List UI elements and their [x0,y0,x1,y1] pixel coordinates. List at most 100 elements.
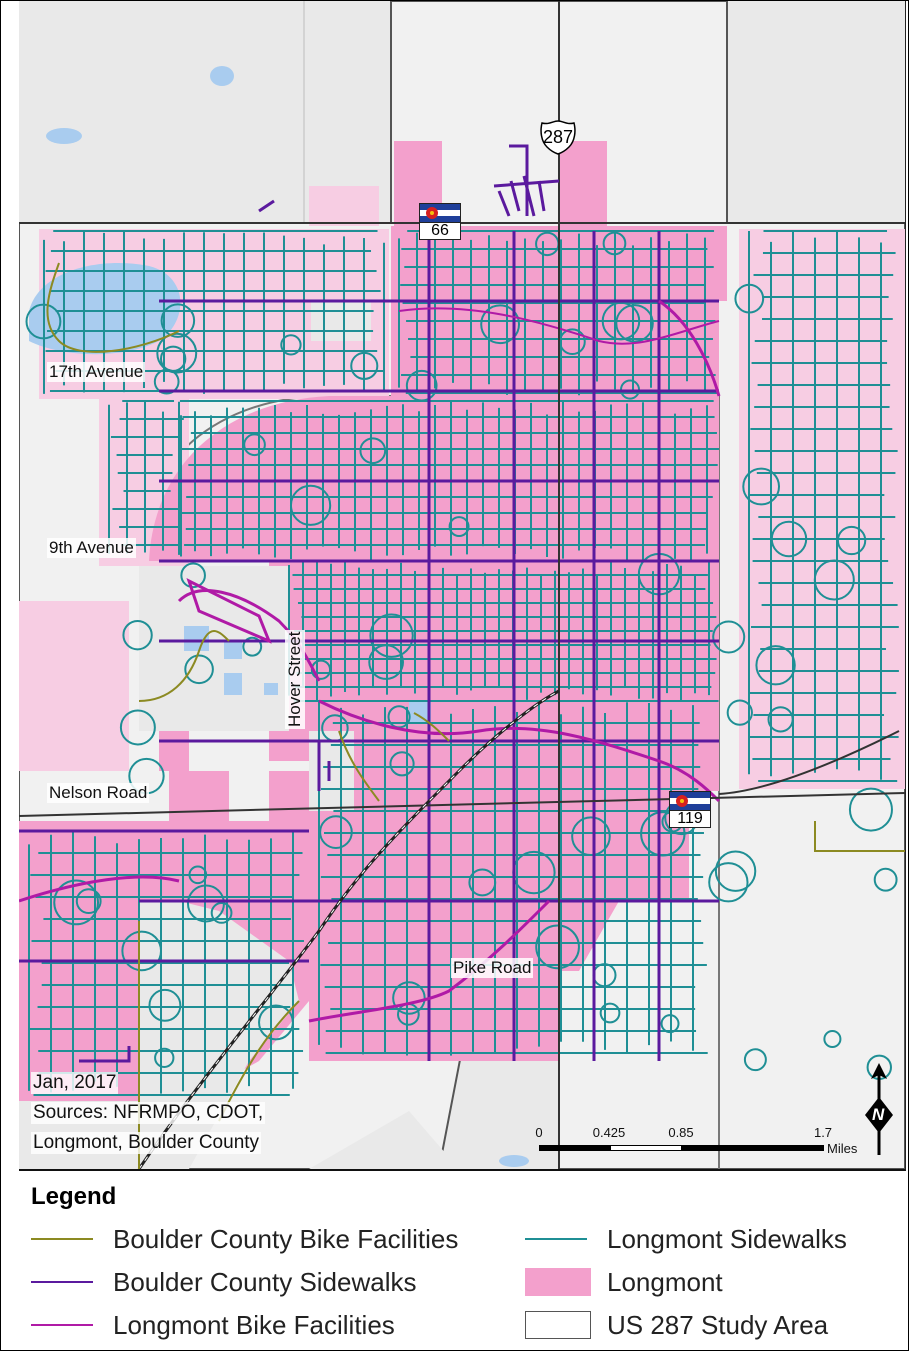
scale-segment-2 [610,1145,682,1151]
legend-symbol [23,1221,101,1257]
sidewalk-loop [599,1002,621,1024]
bike-facility-path [318,699,721,803]
sidewalk-loop [836,525,867,556]
north-arrow-icon [865,1063,893,1155]
legend-item-boulder-bike: Boulder County Bike Facilities [23,1221,458,1257]
sidewalk-loop [873,867,898,892]
us-287-shield: 287 [539,119,577,155]
scale-tick-0: 0 [535,1125,543,1140]
sidewalk-loop [180,562,206,589]
legend-symbol [517,1264,595,1300]
legend-label: Boulder County Sidewalks [113,1266,417,1297]
map-date: Jan, 2017 [31,1072,119,1094]
sidewalk-loop [602,231,627,256]
sidewalk-loop [770,520,808,558]
sidewalk-loop [559,328,586,356]
sidewalk-loop [387,705,411,729]
legend-label: Longmont [607,1266,723,1297]
co-119-number: 119 [669,810,711,828]
bike-facility-path [398,307,720,345]
sidewalk-loop [258,1004,294,1041]
us-287-number: 287 [542,127,574,147]
co-119-shield: 119 [669,791,711,828]
sidewalk-loop [448,516,470,538]
north-arrow: N [861,1063,897,1159]
bike-facility-path [177,589,321,682]
sidewalk-loop [615,304,654,343]
sources-line-1: Sources: NFRMPO, CDOT, [31,1102,266,1124]
boulder-county-sidewalk-lines [79,144,560,1063]
legend-symbol [23,1264,101,1300]
sidewalk-loop [637,552,681,596]
street-label-nelson-road: Nelson Road [47,783,150,803]
sidewalk-loop [75,888,102,915]
sidewalk-loop [405,369,438,402]
sidewalk-loop [848,787,893,832]
sidewalk-loop [119,709,156,746]
sidewalk-loop [280,334,302,356]
street-label-hover-street: Hover Street [285,629,305,729]
street-label-pike-road: Pike Road [451,958,534,978]
us-shield-icon [540,120,576,155]
scale-units: Miles [827,1141,858,1156]
street-label-9th-avenue: 9th Avenue [47,538,136,558]
sidewalk-loop [321,714,349,742]
sidewalk-loop [148,988,182,1022]
scale-tick-17: 1.7 [813,1125,833,1140]
sidewalk-loop [742,467,781,506]
scale-segment-3 [681,1145,824,1151]
sidewalk-loop [184,654,214,685]
scale-bar: 0 0.425 0.85 1.7 Miles [531,1125,857,1161]
legend-item-study-area: US 287 Study Area [517,1307,828,1343]
boulder-county-bike-lines [46,262,905,1169]
sidewalk-loop [188,865,208,885]
sidewalk-loop [468,868,497,897]
north-letter: N [872,1105,885,1124]
sidewalk-loop [368,644,404,680]
sidewalk-loop [726,699,753,726]
sidewalk-loop [708,862,749,903]
sidewalk-loop [813,559,855,601]
sidewalk-loop [242,636,263,657]
sidewalk-loop [712,620,746,654]
sidewalk-loop [53,879,100,926]
street-network [19,230,899,1096]
sidewalk-loop [319,815,353,849]
legend-symbol [23,1307,101,1343]
sidewalk-loop [359,437,387,465]
sidewalk-loop [25,303,62,340]
scale-segment-1 [539,1145,611,1151]
sidewalk-loop [289,484,332,526]
sidewalk-loop [592,963,617,988]
sidewalk-loop [601,301,641,341]
bike-facility-loop [186,578,272,644]
legend-label: US 287 Study Area [607,1309,829,1340]
railroad-ties [138,690,560,1169]
sidewalk-loop [154,1047,175,1069]
sidewalk-loop [121,930,163,972]
sidewalk-loop [369,613,414,658]
legend-label: Boulder County Bike Facilities [113,1223,459,1254]
legend-item-longmont: Longmont [517,1264,723,1300]
sidewalk-loop [392,981,426,1015]
legend-symbol [517,1221,595,1257]
legend-item-longmont-sidewalks: Longmont Sidewalks [517,1221,847,1257]
sidewalk-loop [210,902,233,924]
sidewalk-loop [734,283,765,314]
legend: Legend Boulder County Bike Facilities Bo… [19,1173,905,1349]
sidewalk-loop [640,810,686,857]
colorado-flag-icon [669,791,711,811]
sidewalk-loop [767,706,794,733]
sidewalk-loop [743,1048,767,1072]
legend-title: Legend [31,1183,117,1210]
bike-facility-path [19,875,180,903]
sidewalk-loop [160,303,196,338]
sidewalk-loop [535,924,580,970]
sidewalk-loop [243,433,266,456]
major-highways [19,1,905,1169]
sidewalk-loop [122,619,153,651]
legend-label: Longmont Sidewalks [607,1223,847,1254]
sidewalk-loop [350,351,379,380]
sidewalk-loop [389,751,415,777]
